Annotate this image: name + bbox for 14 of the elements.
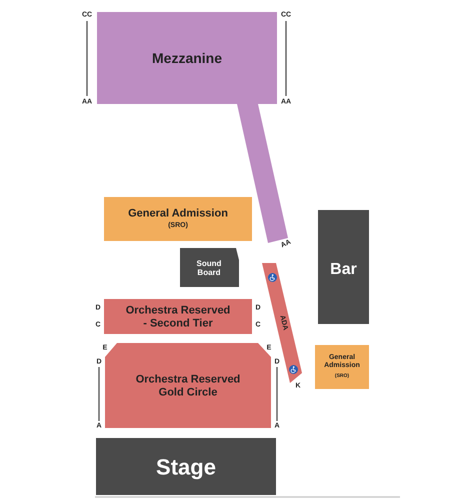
standing-area [104, 197, 252, 241]
section-label: Orchestra Reserved Gold Circle [136, 373, 240, 399]
section-label: Orchestra Reserved - Second Tier [126, 304, 230, 330]
section-label: Mezzanine [152, 50, 222, 66]
stage-block [96, 438, 276, 495]
section-label: General Admission [128, 208, 228, 220]
bar-area [318, 210, 369, 324]
section-label: Sound Board [196, 258, 222, 278]
section-label: Bar [330, 260, 357, 280]
section-label: Stage [156, 454, 216, 480]
seating-section [105, 343, 271, 428]
seating-section [104, 299, 252, 334]
sound-board-area [180, 248, 239, 287]
standing-area [315, 345, 369, 389]
